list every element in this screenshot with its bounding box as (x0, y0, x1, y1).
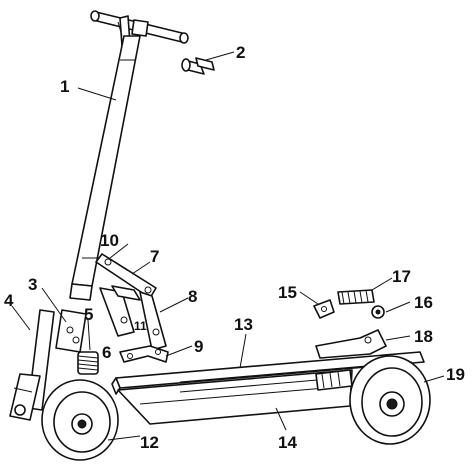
label-11: 11 (134, 319, 147, 333)
label-7: 7 (150, 247, 159, 266)
label-10: 10 (100, 231, 119, 250)
label-12: 12 (140, 433, 159, 452)
label-18: 18 (414, 327, 433, 346)
label-6: 6 (102, 343, 111, 362)
label-14: 14 (278, 433, 297, 452)
front-spring (77, 351, 99, 375)
label-17: 17 (392, 267, 411, 286)
front-wheel (41, 379, 119, 461)
label-5: 5 (84, 305, 93, 324)
label-1: 1 (60, 77, 69, 96)
label-8: 8 (188, 287, 197, 306)
label-4: 4 (4, 291, 14, 310)
label-2: 2 (236, 43, 245, 62)
label-3: 3 (28, 275, 37, 294)
rear-suspension (313, 289, 387, 391)
rear-wheel (349, 355, 431, 445)
front-fork (9, 309, 55, 421)
leader-lines (11, 51, 445, 441)
bracket (119, 345, 169, 363)
label-16: 16 (414, 293, 433, 312)
clamp-block (55, 309, 87, 353)
folding-links (95, 253, 167, 351)
label-19: 19 (446, 365, 465, 384)
battery-box (117, 369, 353, 425)
label-15: 15 (278, 283, 297, 302)
label-9: 9 (194, 337, 203, 356)
grips (181, 57, 215, 75)
label-13: 13 (234, 315, 253, 334)
steering-column (69, 35, 141, 301)
part-labels: 1 2 3 4 5 6 7 8 9 10 11 12 13 14 15 16 1… (4, 43, 465, 452)
